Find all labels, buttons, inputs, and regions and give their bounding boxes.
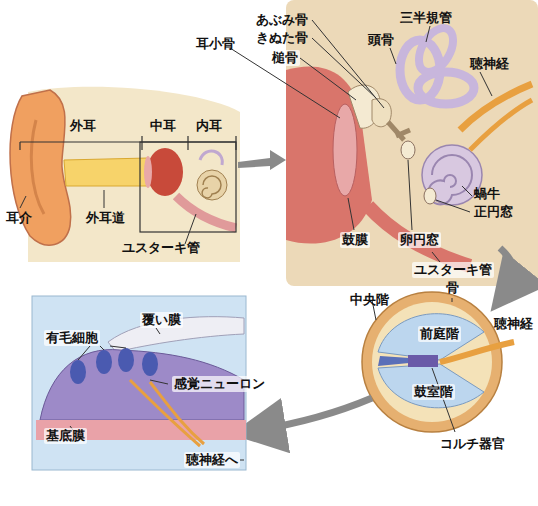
part-label: 中耳 — [150, 118, 176, 134]
part-label: 鼓膜 — [340, 232, 370, 248]
part-label: 鼓室階 — [412, 384, 455, 400]
part-label: 卵円窓 — [398, 232, 441, 248]
part-label: 耳介 — [6, 210, 32, 226]
part-label: 頭骨 — [368, 32, 394, 48]
part-label: 感覚ニューロン — [172, 376, 267, 392]
part-label: ユスターキ管 — [412, 262, 494, 278]
part-label: 中央階 — [350, 292, 389, 308]
part-label: 骨 — [446, 280, 459, 296]
part-label: 聴神経 — [470, 56, 509, 72]
part-label: 前庭階 — [418, 326, 461, 342]
part-label: 外耳 — [70, 118, 96, 134]
part-label: 耳小骨 — [196, 36, 235, 52]
part-label: 内耳 — [196, 118, 222, 134]
part-label: 正円窓 — [474, 204, 513, 220]
part-label: 聴神経 — [494, 316, 533, 332]
part-label: 基底膜 — [44, 428, 87, 444]
part-label: 三半規管 — [400, 10, 452, 26]
part-label: 槌骨 — [270, 50, 300, 66]
part-label: 有毛細胞 — [44, 330, 100, 346]
part-label: きぬた骨 — [256, 30, 308, 46]
part-label: コルチ器官 — [440, 436, 505, 452]
part-label: あぶみ骨 — [256, 12, 308, 28]
part-label: 外耳道 — [86, 210, 125, 226]
part-label: 蝸牛 — [474, 186, 500, 202]
part-label: 覆い膜 — [140, 312, 183, 328]
part-label: ユスターキ管 — [122, 240, 200, 256]
part-label: 聴神経へ — [184, 452, 240, 468]
